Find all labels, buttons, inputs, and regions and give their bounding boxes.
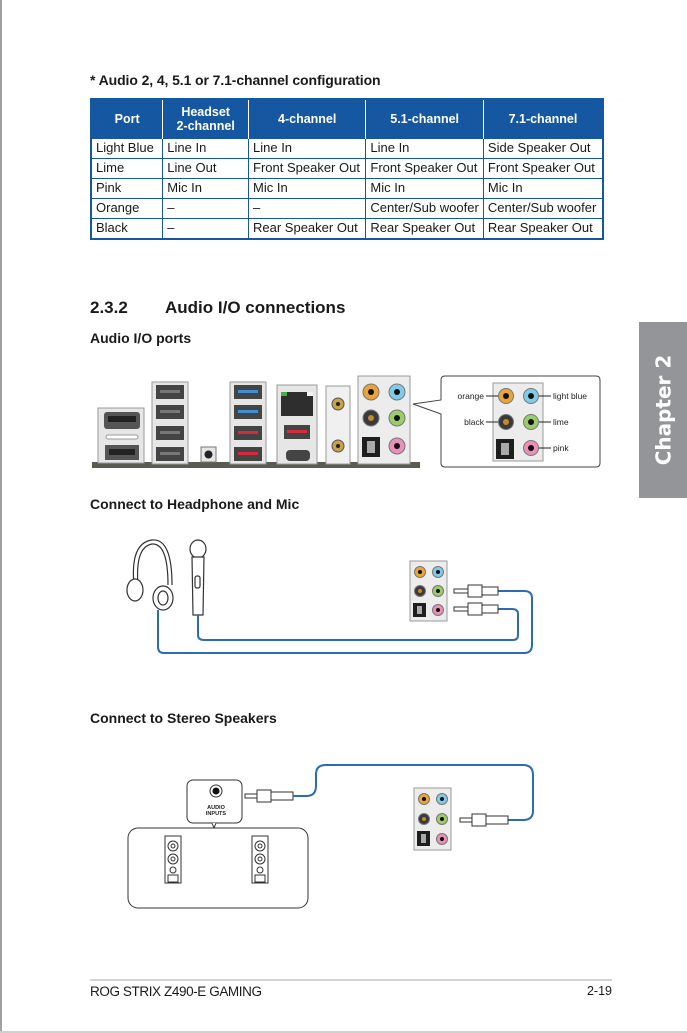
speaker-cable [293,764,534,821]
table-cell: – [247,198,367,219]
config-table-title: * Audio 2, 4, 5.1 or 7.1-channel configu… [90,72,381,88]
speaker-input-callout: AUDIO INPUTS [186,779,243,830]
header-51ch: 5.1-channel [365,99,484,139]
stereo-speakers-diagram: AUDIO INPUTS [127,764,534,909]
table-cell: Line In [162,138,249,159]
footer-divider [90,979,612,981]
header-4ch: 4-channel [247,99,366,139]
audio-plug-lime [453,584,499,598]
table-cell: Line In [247,138,367,159]
bios-flashback-button-icon [200,446,217,463]
table-cell: Mic In [482,178,604,199]
speaker-plug [244,789,294,803]
lan-usb-typec-block [276,384,318,465]
table-cell: Rear Speaker Out [365,218,484,240]
right-speaker-icon [251,835,269,884]
table-cell: Front Speaker Out [482,158,604,179]
header-label: 4-channel [278,112,337,126]
audio-inputs-label-2: INPUTS [206,811,227,817]
table-cell: Line In [365,138,484,159]
section-heading: 2.3.2 Audio I/O connections [90,298,345,318]
headphone-mic-heading: Connect to Headphone and Mic [90,496,300,512]
table-cell: Front Speaker Out [365,158,484,179]
table-cell: Side Speaker Out [482,138,604,159]
microphone-icon [189,539,207,616]
label-light-blue: light blue [553,391,587,401]
usb-stack-2 [229,381,267,465]
label-orange: orange [458,391,485,401]
table-cell: – [162,218,249,240]
header-port: Port [91,99,163,139]
port-color-cell: Lime [90,158,164,179]
headphone-mic-diagram [126,539,533,654]
mini-audio-panel-2 [413,787,452,851]
section-title: Audio I/O connections [165,298,346,317]
headphone-cable [157,590,533,654]
section-number: 2.3.2 [90,298,128,317]
stereo-speakers-heading: Connect to Stereo Speakers [90,710,277,726]
audio-inputs-label-1: AUDIO [207,805,225,811]
table-cell: Center/Sub woofer [365,198,484,219]
table-cell: – [162,198,249,219]
table-cell: Rear Speaker Out [482,218,604,240]
ports-heading: Audio I/O ports [90,330,192,346]
io-shield-baseline [92,462,420,468]
port-color-cell: Light Blue [90,138,164,159]
header-label: 2-channel [176,119,235,133]
table-cell: Mic In [365,178,484,199]
audio-plug-lime-2 [459,813,509,827]
footer-page-number: 2-19 [586,984,612,998]
port-color-cell: Black [90,218,164,240]
port-color-cell: Pink [90,178,164,199]
port-color-cell: Orange [90,198,164,219]
chapter-tab-label: Chapter 2 [651,354,676,466]
table-cell: Mic In [247,178,367,199]
footer-product-name: ROG STRIX Z490-E GAMING [90,984,262,999]
left-speaker-icon [164,835,182,884]
table-cell: Line Out [162,158,249,179]
header-label: 5.1-channel [390,112,460,126]
mic-cable [197,608,519,641]
audio-plug-pink [453,602,499,616]
header-71ch: 7.1-channel [482,99,603,139]
header-label: Headset [181,105,230,119]
usb-stack-1 [151,381,189,465]
label-black: black [464,417,485,427]
label-pink: pink [553,443,569,453]
header-label: Port [114,112,140,126]
audio-jack-block [357,375,411,465]
mini-audio-panel [409,560,448,622]
page-left-border [0,0,2,1033]
speakers-group-box [127,827,309,909]
label-lime: lime [553,417,569,427]
headphone-icon [126,539,174,611]
rear-io-panel-illustration: orange black light blue lime pink [92,375,601,468]
table-cell: Center/Sub woofer [482,198,604,219]
audio-port-callout: orange black light blue lime pink [412,375,601,468]
header-label: 7.1-channel [508,112,578,126]
page-bottom-border [0,1031,687,1033]
table-cell: Front Speaker Out [247,158,367,179]
displayport-hdmi-block [97,407,145,464]
chapter-tab: Chapter 2 [639,322,687,498]
wifi-antenna-block [325,385,351,465]
table-cell: Mic In [162,178,249,199]
usb-typec-icon [286,450,310,461]
table-cell: Rear Speaker Out [247,218,367,240]
